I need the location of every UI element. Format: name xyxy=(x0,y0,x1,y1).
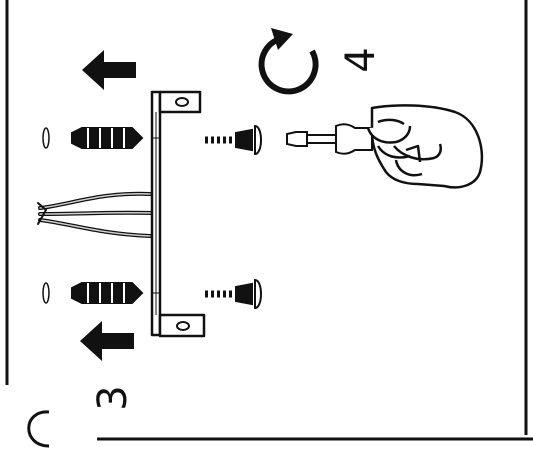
wall-hole-icon xyxy=(42,282,50,304)
screw-icon xyxy=(205,278,262,310)
bracket-icon xyxy=(150,90,206,338)
wall-hole-icon xyxy=(42,127,50,149)
wire-bundle-icon xyxy=(37,191,154,238)
arrow-left-icon xyxy=(80,321,134,361)
step-3-number: 3 xyxy=(90,385,136,410)
hand-icon xyxy=(366,104,484,189)
wall-plug-icon xyxy=(71,282,144,304)
step-4-number: 4 xyxy=(338,47,384,72)
screwdriver-icon xyxy=(286,123,373,155)
c-mark-icon xyxy=(27,410,50,448)
wall-plug-icon xyxy=(71,127,144,149)
panel-frame xyxy=(5,0,533,441)
rotate-clockwise-icon xyxy=(258,28,319,95)
arrow-left-icon xyxy=(82,50,136,90)
screw-icon xyxy=(205,124,262,156)
